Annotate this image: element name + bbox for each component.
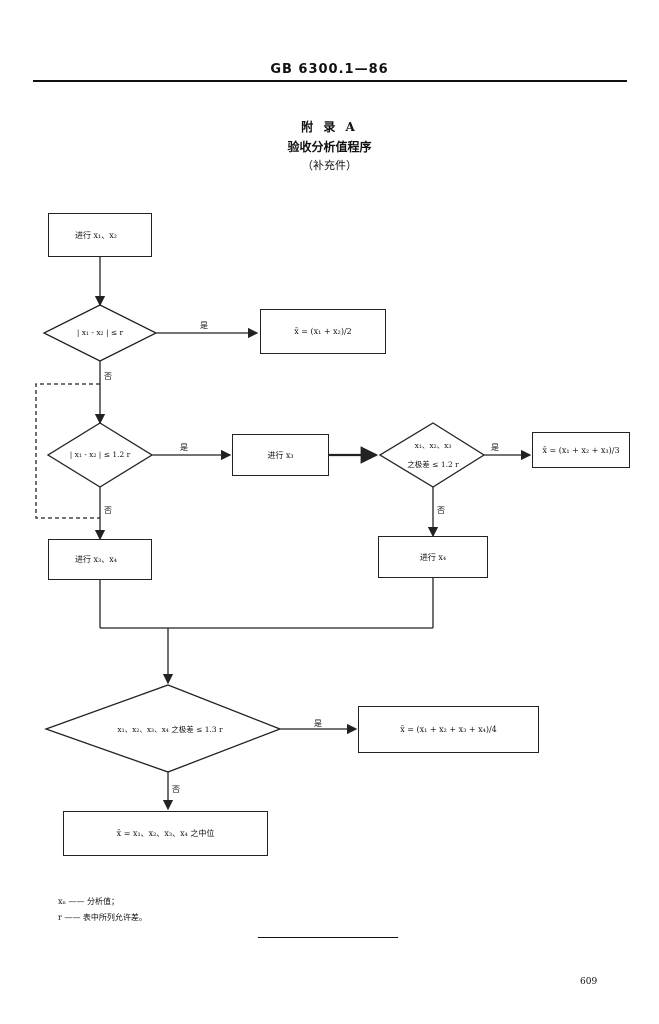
box-x4: 进行 x₄	[378, 536, 488, 578]
yes-label-1: 是	[200, 321, 208, 330]
median-box: x̄ = x₁、x₂、x₃、x₄ 之中位	[63, 811, 268, 856]
box-x3-x4: 进行 x₃、x₄	[48, 539, 152, 580]
decision-2-label: | x₁ - x₂ | ≤ 1.2 r	[69, 450, 131, 459]
no-label-3: 否	[437, 506, 445, 515]
yes-label-3: 是	[491, 443, 499, 452]
decision-1-diamond	[42, 304, 158, 362]
result-4-formula: x̄ = (x₁ + x₂ + x₃ + x₄)/4	[400, 725, 497, 734]
decision-4-diamond	[44, 684, 282, 773]
legend-r: r —— 表中所列允许差。	[58, 913, 147, 922]
median-box-label: x̄ = x₁、x₂、x₃、x₄ 之中位	[116, 829, 215, 838]
page-number: 609	[580, 977, 598, 987]
box-x3-x4-label: 进行 x₃、x₄	[75, 555, 117, 564]
decision-4-label: x₁、x₂、x₃、x₄ 之极差 ≤ 1.3 r	[117, 725, 223, 734]
standard-code: GB 6300.1—86	[270, 62, 389, 77]
decision-2-diamond	[46, 422, 154, 488]
result-4-box: x̄ = (x₁ + x₂ + x₃ + x₄)/4	[358, 706, 539, 753]
start-box-label: 进行 x₁、x₂	[75, 230, 117, 240]
result-1-box: x̄ = (x₁ + x₂)/2	[260, 309, 386, 354]
footer-rule	[258, 937, 398, 938]
yes-label-2: 是	[180, 443, 188, 452]
decision-3-label-line1: x₁、x₂、x₃	[414, 441, 452, 450]
no-label-1: 否	[104, 372, 112, 381]
result-3-box: x̄ = (x₁ + x₂ + x₃)/3	[532, 432, 630, 468]
decision-3-diamond	[378, 422, 486, 488]
header-rule	[33, 80, 627, 82]
procedure-title: 验收分析值程序	[287, 140, 372, 154]
start-box: 进行 x₁、x₂	[48, 213, 152, 257]
result-1-formula: x̄ = (x₁ + x₂)/2	[294, 327, 352, 336]
box-x3: 进行 x₃	[232, 434, 329, 476]
result-3-formula: x̄ = (x₁ + x₂ + x₃)/3	[542, 445, 620, 455]
appendix-title: 附 录 A	[301, 120, 358, 134]
legend-xn: xₙ —— 分析值；	[58, 897, 120, 906]
no-label-2: 否	[104, 506, 112, 515]
box-x4-label: 进行 x₄	[419, 552, 447, 562]
yes-label-4: 是	[314, 719, 322, 728]
no-label-4: 否	[172, 785, 180, 794]
box-x3-label: 进行 x₃	[267, 450, 294, 460]
supplement-note: （补充件）	[302, 159, 357, 172]
decision-3-label-line2: 之极差 ≤ 1.2 r	[407, 460, 459, 469]
decision-1-label: | x₁ - x₂ | ≤ r	[76, 328, 124, 337]
